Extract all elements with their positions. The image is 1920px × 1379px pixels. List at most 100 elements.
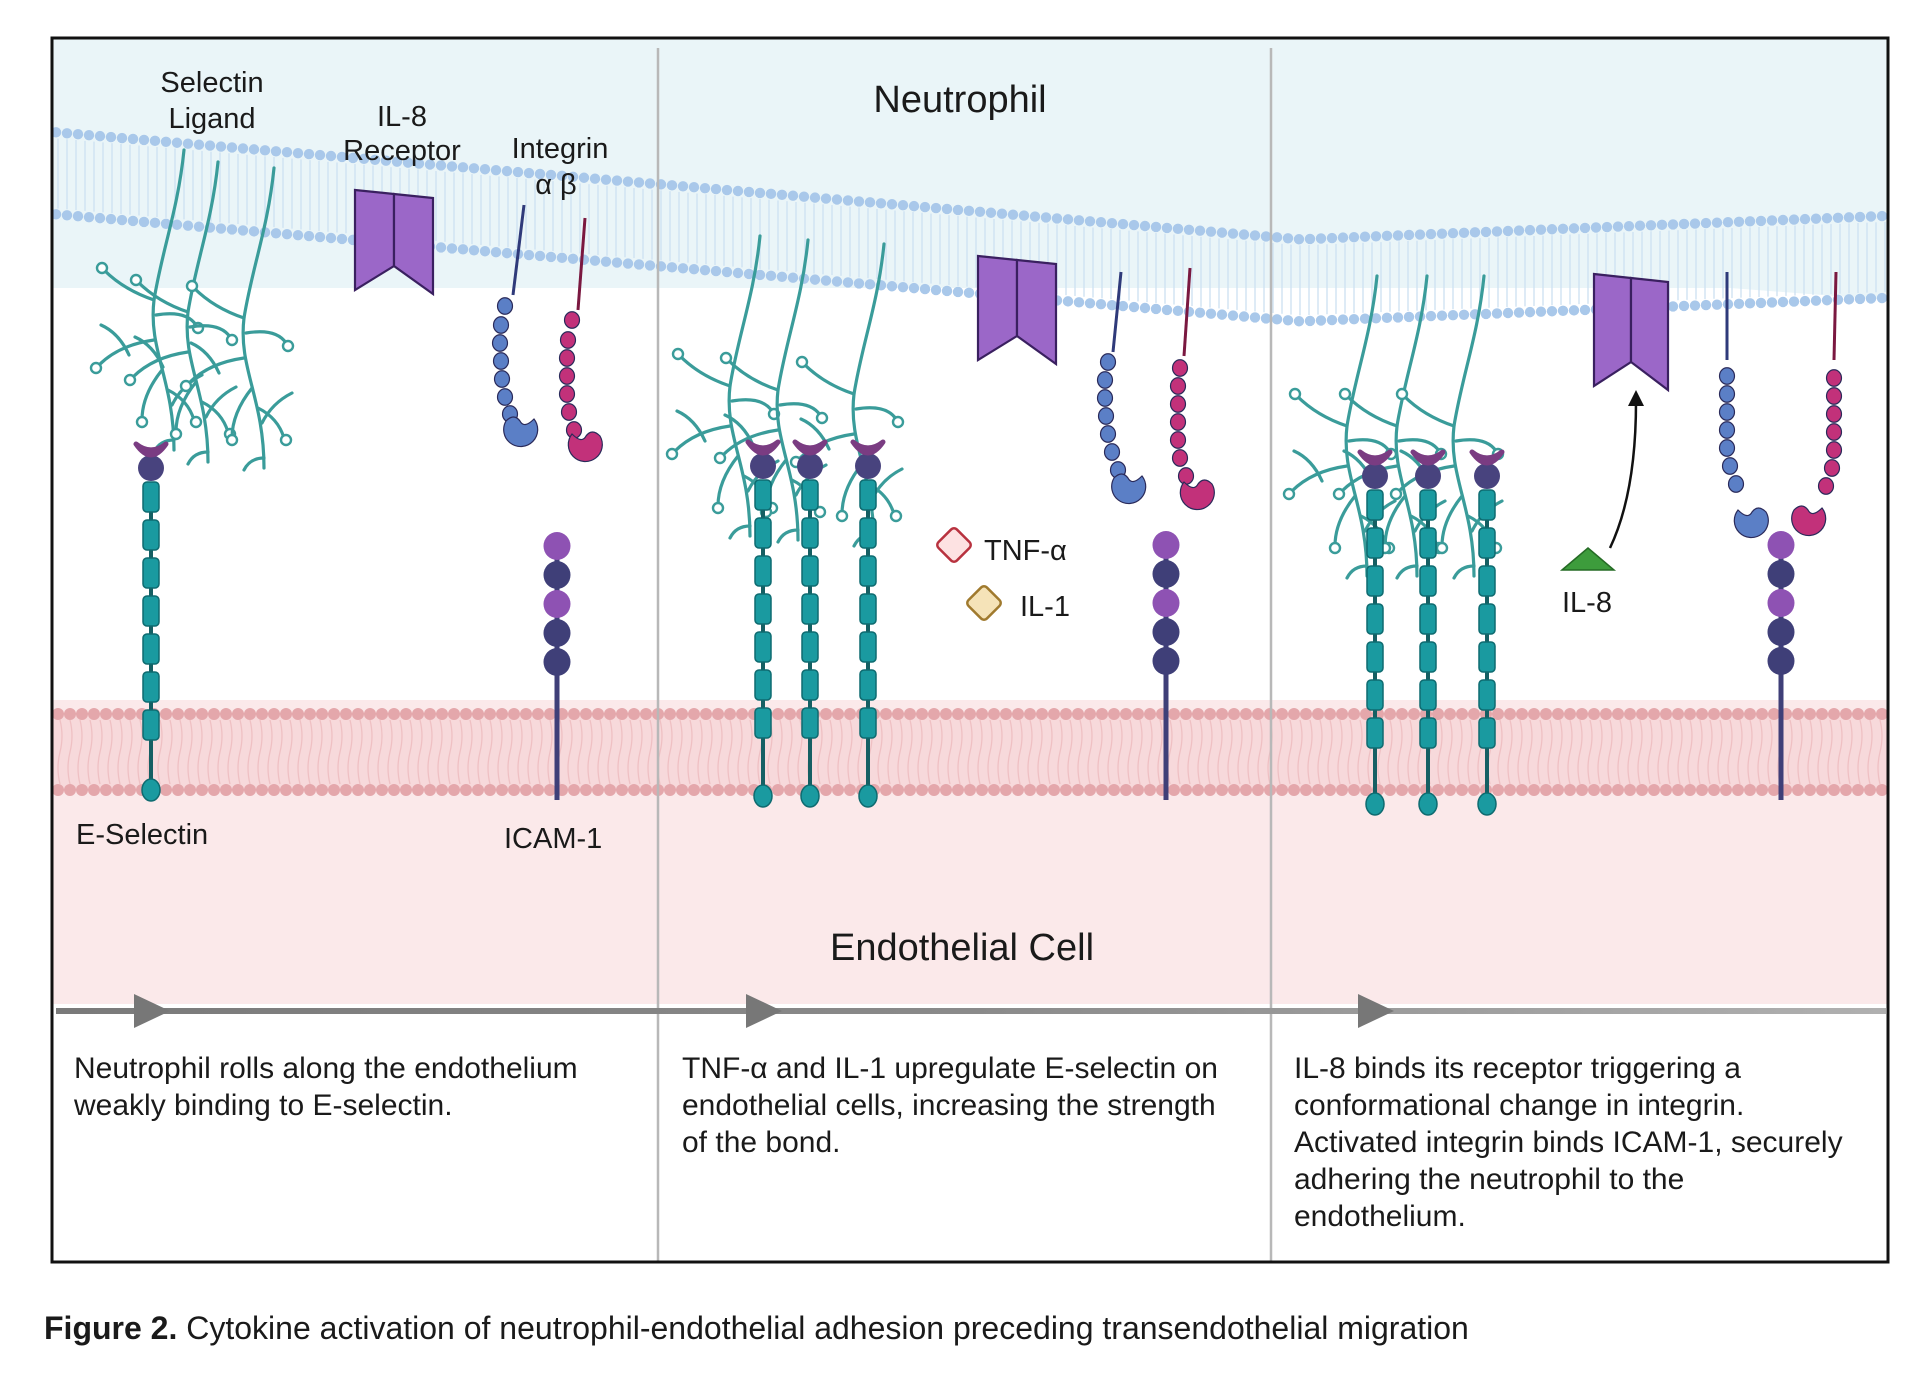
- lipid-tail: [937, 719, 943, 785]
- lipid-head: [232, 784, 244, 796]
- lipid-head: [1312, 784, 1324, 796]
- e-selectin-domain: [142, 557, 160, 589]
- ligand-branch: [140, 368, 164, 422]
- lipid-head: [988, 784, 1000, 796]
- lipid-head: [457, 162, 469, 173]
- lipid-head: [1612, 708, 1624, 720]
- lipid-tail: [667, 719, 673, 785]
- lipid-tail: [1857, 719, 1863, 785]
- lipid-tail: [847, 719, 853, 785]
- lipid-head: [248, 226, 260, 237]
- lipid-head: [622, 176, 634, 187]
- lipid-head: [1777, 214, 1789, 226]
- e-selectin-domain: [859, 707, 877, 739]
- lipid-head: [1854, 211, 1866, 223]
- il8-receptor-3: [1592, 272, 1670, 393]
- ligand-branch: [1295, 394, 1349, 428]
- lipid-head: [314, 149, 326, 161]
- lipid-head: [1799, 213, 1811, 225]
- il8-ligand-label: IL-8: [1562, 587, 1612, 619]
- lipid-tail: [1547, 719, 1553, 785]
- e-selectin-domain: [142, 595, 160, 627]
- lipid-head: [616, 708, 628, 720]
- il8-receptor-2: [976, 254, 1058, 367]
- lipid-head: [880, 708, 892, 720]
- lipid-tail: [197, 719, 203, 785]
- lipid-head: [328, 708, 340, 720]
- lipid-head: [1012, 708, 1024, 720]
- lipid-head: [340, 784, 352, 796]
- ligand-branch: [726, 358, 780, 392]
- lipid-tail: [1467, 719, 1473, 785]
- e-selectin-domain: [1419, 565, 1437, 597]
- icam1-ig-domain: [543, 590, 571, 618]
- lipid-tail: [1207, 719, 1213, 785]
- lipid-head: [988, 708, 1000, 720]
- lipid-head: [545, 169, 557, 181]
- e-selectin-domain: [801, 707, 819, 739]
- lipid-tail: [697, 719, 703, 785]
- lipid-head: [490, 164, 502, 176]
- lipid-head: [226, 224, 238, 235]
- lipid-head: [1000, 784, 1012, 796]
- lipid-head: [316, 708, 328, 720]
- e-selectin-binding-cup: [850, 439, 886, 456]
- lipid-head: [892, 784, 904, 796]
- e-selectin-lectin-domain: [855, 453, 881, 479]
- lipid-head: [1408, 784, 1420, 796]
- lipid-tail: [1107, 719, 1113, 785]
- lipid-head: [1062, 296, 1074, 307]
- lipid-head: [215, 223, 227, 234]
- ligand-sugar: [719, 351, 733, 365]
- lipid-head: [600, 256, 612, 267]
- lipid-tail: [437, 719, 443, 785]
- ligand-sugar: [189, 415, 203, 429]
- lipid-head: [1282, 315, 1294, 326]
- lipid-head: [1821, 295, 1833, 306]
- lipid-head: [1095, 217, 1107, 228]
- lipid-head: [1612, 221, 1624, 232]
- timeline-arrowhead-3: [1358, 994, 1394, 1028]
- lipid-head: [1348, 231, 1360, 243]
- integrin-domain: [493, 370, 511, 388]
- integrin-domain: [1825, 369, 1843, 387]
- lipid-head: [1392, 230, 1404, 241]
- tnf-alpha-diamond: [936, 527, 972, 563]
- lipid-tail: [227, 719, 233, 785]
- e-selectin-domain: [1366, 679, 1384, 711]
- e-selectin-binding-cup: [133, 441, 169, 458]
- lipid-head: [1667, 301, 1679, 312]
- lipid-tail: [1127, 719, 1133, 785]
- lipid-head: [736, 708, 748, 720]
- lipid-head: [1132, 784, 1144, 796]
- ligand-branch: [730, 398, 774, 413]
- lipid-head: [256, 708, 268, 720]
- lipid-head: [1865, 211, 1877, 222]
- lipid-tail: [997, 719, 1003, 785]
- lipid-head: [1060, 784, 1072, 796]
- lipid-head: [215, 141, 227, 152]
- lipid-head: [700, 784, 712, 796]
- lipid-head: [1132, 708, 1144, 720]
- lipid-head: [237, 225, 249, 236]
- e-selectin-domain: [754, 631, 772, 663]
- lipid-tail: [967, 719, 973, 785]
- lipid-head: [88, 784, 100, 796]
- lipid-head: [1252, 708, 1264, 720]
- lipid-tail: [507, 719, 513, 785]
- e-selectin-domain: [801, 479, 819, 511]
- lipid-head: [1096, 708, 1108, 720]
- lipid-head: [710, 265, 722, 277]
- lipid-tail: [397, 719, 403, 785]
- e-selectin-lectin-domain: [750, 453, 776, 479]
- lipid-head: [1720, 708, 1732, 720]
- lipid-tail: [1357, 719, 1363, 785]
- il8-ligand: [1559, 547, 1617, 571]
- lipid-head: [1492, 708, 1504, 720]
- integrin-head: [1111, 473, 1147, 505]
- e-selectin-domain: [142, 671, 160, 703]
- ligand-sugar: [281, 339, 295, 353]
- lipid-tail: [977, 719, 983, 785]
- e-selectin-lectin-domain: [797, 453, 823, 479]
- lipid-tail: [1067, 719, 1073, 785]
